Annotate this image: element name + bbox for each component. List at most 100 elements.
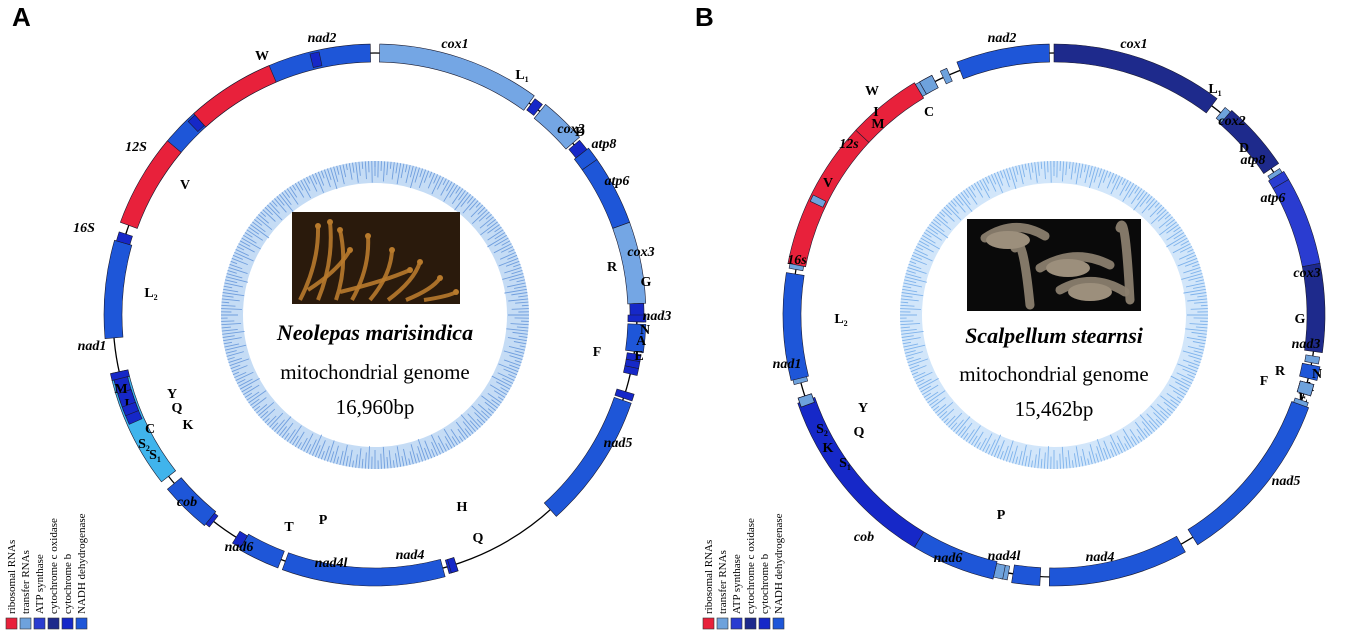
legend-swatch xyxy=(19,617,32,630)
gene-label-cox1: cox1 xyxy=(1120,37,1147,52)
gene-label-12s: 12S xyxy=(125,140,147,155)
panel-letter: A xyxy=(12,2,31,32)
gene-block-nad4l xyxy=(239,533,285,569)
legend-label: cytochrome c oxidase xyxy=(745,518,757,614)
gene-block-cob xyxy=(797,396,925,548)
trna-label-e: E xyxy=(1298,391,1307,406)
legend-label: ribosomal RNAs xyxy=(6,540,18,614)
trna-label-c: C xyxy=(145,422,155,437)
trna-block-c xyxy=(939,67,953,85)
trna-label-g: G xyxy=(641,275,652,290)
genome-size: 16,960bp xyxy=(336,395,415,419)
photo-strands xyxy=(298,219,459,302)
gene-label-nad1: nad1 xyxy=(78,339,107,354)
trna-block-r xyxy=(1296,380,1315,397)
legend-label: transfer RNAs xyxy=(20,550,32,614)
inner-ring-ticks xyxy=(900,161,1208,469)
trna-label-k: K xyxy=(183,418,194,433)
trna-label-w: W xyxy=(865,84,879,99)
gene-label-cox2: cox2 xyxy=(1218,114,1245,129)
panel-letter: B xyxy=(695,2,714,32)
trna-label-k: K xyxy=(823,441,834,456)
trna-label-y: Y xyxy=(858,401,868,416)
gene-label-atp6: atp6 xyxy=(605,174,630,189)
trna-block-c xyxy=(113,376,132,395)
gene-label-nad2: nad2 xyxy=(988,31,1017,46)
trna-block-s1 xyxy=(110,369,130,381)
gene-label-cox3: cox3 xyxy=(627,245,654,260)
gene-block-nad6 xyxy=(166,477,217,527)
gene-block-nad4 xyxy=(1048,535,1186,587)
gene-block-nad4l xyxy=(1011,564,1042,586)
trna-block-p xyxy=(232,530,248,549)
legend-swatch xyxy=(5,617,18,630)
gene-block-cox2 xyxy=(1219,110,1280,174)
trna-label-n: N xyxy=(640,323,650,338)
gene-label-nad5: nad5 xyxy=(1272,474,1301,489)
trna-label-v: V xyxy=(823,176,833,191)
trna-label-l2: L2 xyxy=(144,286,157,302)
trna-label-v: V xyxy=(180,178,190,193)
legend-label: NADH dehydrogenase xyxy=(76,513,88,614)
gene-block-nad5 xyxy=(543,396,632,517)
trna-label-r: R xyxy=(607,260,618,275)
gene-label-cox1: cox1 xyxy=(441,37,468,52)
trna-block-w xyxy=(309,51,323,68)
gene-label-cob: cob xyxy=(177,495,197,510)
trna-label-n: N xyxy=(1312,367,1322,382)
center-block: Scalpellum stearnsi mitochondrial genome… xyxy=(959,219,1149,421)
gene-block-cox2 xyxy=(533,103,580,150)
trna-block-l1 xyxy=(526,98,543,116)
legend-swatch xyxy=(61,617,74,630)
trna-label-w: W xyxy=(255,49,269,64)
trna-label-c: C xyxy=(924,105,934,120)
gene-label-12s: 12s xyxy=(839,137,859,152)
gene-block-cox3 xyxy=(612,221,647,305)
gene-block-cox1 xyxy=(379,43,535,111)
gene-label-nad3: nad3 xyxy=(1292,337,1321,352)
species-name: Neolepas marisindica xyxy=(276,320,473,345)
legend-swatch xyxy=(772,617,785,630)
gene-label-atp8: atp8 xyxy=(592,137,617,152)
gene-label-atp8: atp8 xyxy=(1241,153,1266,168)
gene-block-nad5 xyxy=(1187,401,1310,546)
trna-label-s1: S1 xyxy=(149,448,161,464)
trna-label-e: E xyxy=(634,349,643,364)
gene-label-cob: cob xyxy=(854,530,874,545)
gene-block-nad4 xyxy=(281,552,446,587)
trna-label-p: P xyxy=(319,513,328,528)
gene-label-16s: 16S xyxy=(73,221,95,236)
trna-label-q: Q xyxy=(172,401,183,416)
gene-label-16s: 16s xyxy=(787,253,807,268)
trna-label-q: Q xyxy=(473,531,484,546)
legend-label: transfer RNAs xyxy=(717,550,729,614)
gene-block-nad2 xyxy=(956,43,1050,80)
legend-label: ATP synthase xyxy=(731,554,743,614)
gene-block-cox3 xyxy=(1301,262,1326,354)
trna-block-r xyxy=(627,314,647,323)
trna-label-l2: L2 xyxy=(834,312,847,328)
trna-label-i: I xyxy=(873,105,878,120)
gene-label-cox3: cox3 xyxy=(1293,266,1320,281)
gene-label-cox2: cox2 xyxy=(557,122,584,137)
legend-swatch xyxy=(33,617,46,630)
legend-label: cytochrome b xyxy=(759,553,771,614)
trna-label-s1: S1 xyxy=(839,456,851,472)
gene-block-nad2 xyxy=(144,43,371,182)
trna-label-r: R xyxy=(1275,364,1286,379)
legend-label: ATP synthase xyxy=(34,554,46,614)
trna-block-v xyxy=(809,194,827,208)
legend-swatch xyxy=(730,617,743,630)
trna-label-d: D xyxy=(1239,141,1249,156)
trna-block-w xyxy=(919,74,939,95)
legend-label: cytochrome c oxidase xyxy=(48,518,60,614)
trna-block-m xyxy=(121,401,139,417)
genome-subtitle: mitochondrial genome xyxy=(959,362,1149,386)
gene-block-nad3 xyxy=(625,323,647,354)
legend-swatch xyxy=(47,617,60,630)
gene-block-nad1 xyxy=(782,272,809,381)
